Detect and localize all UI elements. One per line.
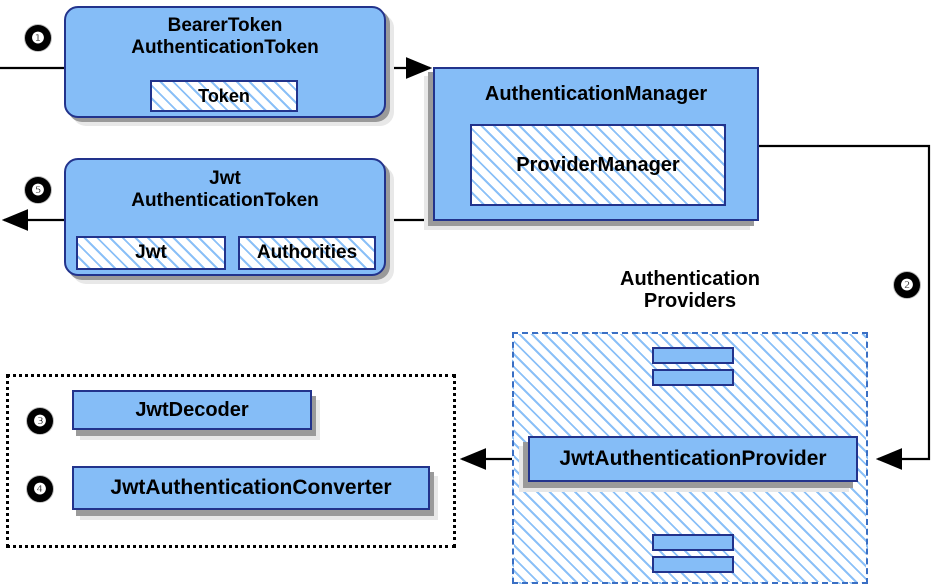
step-number-1: ❶: [25, 25, 51, 51]
jwt-token-field-authorities: Authorities: [238, 236, 376, 270]
step-number-3: ❸: [27, 408, 53, 434]
step-number-2: ❷: [894, 272, 920, 298]
node-jwt-authentication-converter[interactable]: JwtAuthenticationConverter: [72, 466, 430, 510]
node-jwt-decoder[interactable]: JwtDecoder: [72, 390, 312, 430]
provider-placeholder-bar-top-2: [652, 369, 734, 386]
step-number-4: ❹: [27, 476, 53, 502]
provider-placeholder-bar-top-1: [652, 347, 734, 364]
jwt-token-title-line1: Jwt: [209, 168, 241, 189]
step-number-5: ❺: [25, 177, 51, 203]
authentication-providers-label-line1: Authentication: [620, 268, 760, 290]
bearer-token-title-line2: AuthenticationToken: [131, 37, 319, 58]
auth-manager-field-provider-manager: ProviderManager: [470, 124, 726, 206]
authentication-providers-label: Authentication Providers: [588, 268, 792, 313]
jwt-token-title-line2: AuthenticationToken: [131, 190, 319, 211]
node-bearer-token-authentication-token[interactable]: BearerToken AuthenticationToken: [64, 6, 386, 118]
jwt-components-container: [6, 374, 456, 548]
auth-manager-title: AuthenticationManager: [484, 83, 708, 105]
provider-placeholder-bar-bottom-1: [652, 534, 734, 551]
authentication-providers-label-line2: Providers: [643, 290, 737, 313]
node-jwt-authentication-provider[interactable]: JwtAuthenticationProvider: [528, 436, 858, 482]
bearer-token-field-token: Token: [150, 80, 298, 112]
jwt-token-field-jwt: Jwt: [76, 236, 226, 270]
bearer-token-title-line1: BearerToken: [167, 15, 283, 36]
node-jwt-authentication-token[interactable]: Jwt AuthenticationToken: [64, 158, 386, 276]
provider-placeholder-bar-bottom-2: [652, 556, 734, 573]
